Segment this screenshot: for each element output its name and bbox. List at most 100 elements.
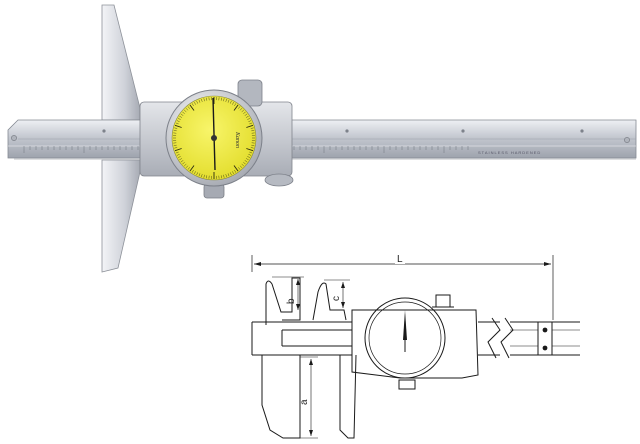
dial-tick [174,124,182,128]
dial-tick [243,111,246,114]
dial-tick [229,100,232,104]
dial-tick [232,171,234,175]
dial-tick [179,158,183,161]
dial-tick [227,173,230,177]
dimension-label-L: L [397,254,403,265]
beam-rivet [345,129,349,133]
technical-drawing: L [251,254,580,439]
break-mark [487,317,501,359]
beam-engraving: STAINLESS HARDENED [478,150,541,155]
dial-tick [245,115,249,118]
beam-screw-left [11,135,17,141]
dial-tick [191,169,194,173]
dial-tick [177,118,181,120]
dial-tick [247,156,251,158]
drawing-head [351,309,479,379]
dial-tick [238,106,241,109]
lower-tip-outline [339,354,357,439]
dial-tick [182,162,185,165]
dial-brand: Kanon [234,131,240,148]
dial-tick [243,162,246,165]
lower-blade [101,159,141,273]
dial-hub [211,135,217,141]
tip-outline [312,282,347,321]
beam-rivet [461,129,465,133]
dial-tick [173,130,177,132]
dial-tick [176,120,180,123]
dial-tick [174,127,178,129]
dial-tick [198,99,201,103]
dial-tick [179,115,183,118]
dial-tick [249,151,253,154]
dial-tick [234,169,237,173]
dial-tick [249,122,253,125]
dial-tick [198,173,201,177]
dial-tick [194,171,196,175]
dial-tick [251,144,255,146]
dimension-L: L [251,254,554,320]
dial-tick [173,144,177,146]
dial-tick [177,156,181,158]
dial-tick [233,104,239,111]
dial-tick [241,109,245,113]
dial-tick [189,165,195,172]
dial-tick [239,107,243,111]
upper-blade-outline [265,277,301,325]
dial-tick [187,167,190,170]
dial-tick [248,153,252,156]
dial-tick [196,100,199,104]
drawing-needle [403,310,407,340]
dimension-label-b: b [286,298,297,304]
dial-tick [244,113,248,116]
dimension-label-c: c [331,296,342,301]
dial-gauge: Kanon [165,89,263,187]
caliper-photo: STAINLESS HARDENED Kanon [7,4,637,273]
dial-tick [251,130,255,132]
dial-tick [233,165,239,172]
dial-tick [250,147,254,149]
dial-tick [246,148,254,152]
beam-rivet [580,129,584,133]
lower-blade-outline [261,355,301,439]
dial-needle [212,97,216,171]
dial-tick [206,175,208,179]
dial-tick [225,98,227,102]
dial-tick [174,147,178,149]
dial-tick [206,97,208,101]
upper-blade [101,4,141,121]
dial-tick [203,98,205,102]
beam-rivet [102,129,106,133]
dial-ticks [173,97,255,179]
dial-tick [191,103,194,107]
dial-tick [225,174,227,178]
dial-tick [201,98,203,102]
dial-tick [220,175,222,179]
dial-tick [223,98,225,102]
dial-tick [241,163,245,167]
dial-tick [232,101,234,105]
dial-tick [194,101,196,105]
dial-tick [201,174,203,178]
dial-tick [220,97,222,101]
dial-tick [196,172,199,176]
dial-tick [189,104,195,111]
beam-screw-right [624,137,630,143]
dimension-a: a [299,356,318,439]
drawing-dial [364,297,446,379]
dial-tick [250,127,254,129]
dial-tick [185,107,189,111]
dial-tick [247,118,251,120]
dial-tick [180,160,184,163]
dial-tick [182,111,185,114]
dial-tick [245,158,249,161]
dial-tick [244,160,248,163]
dial-tick [183,163,187,167]
dial-tick [223,174,225,178]
dial-tick [227,99,230,103]
dial-tick [203,174,205,178]
end-cap [537,321,553,356]
dimension-label-a: a [299,399,310,405]
dial-tick [187,106,190,109]
dial-tick [229,172,232,176]
